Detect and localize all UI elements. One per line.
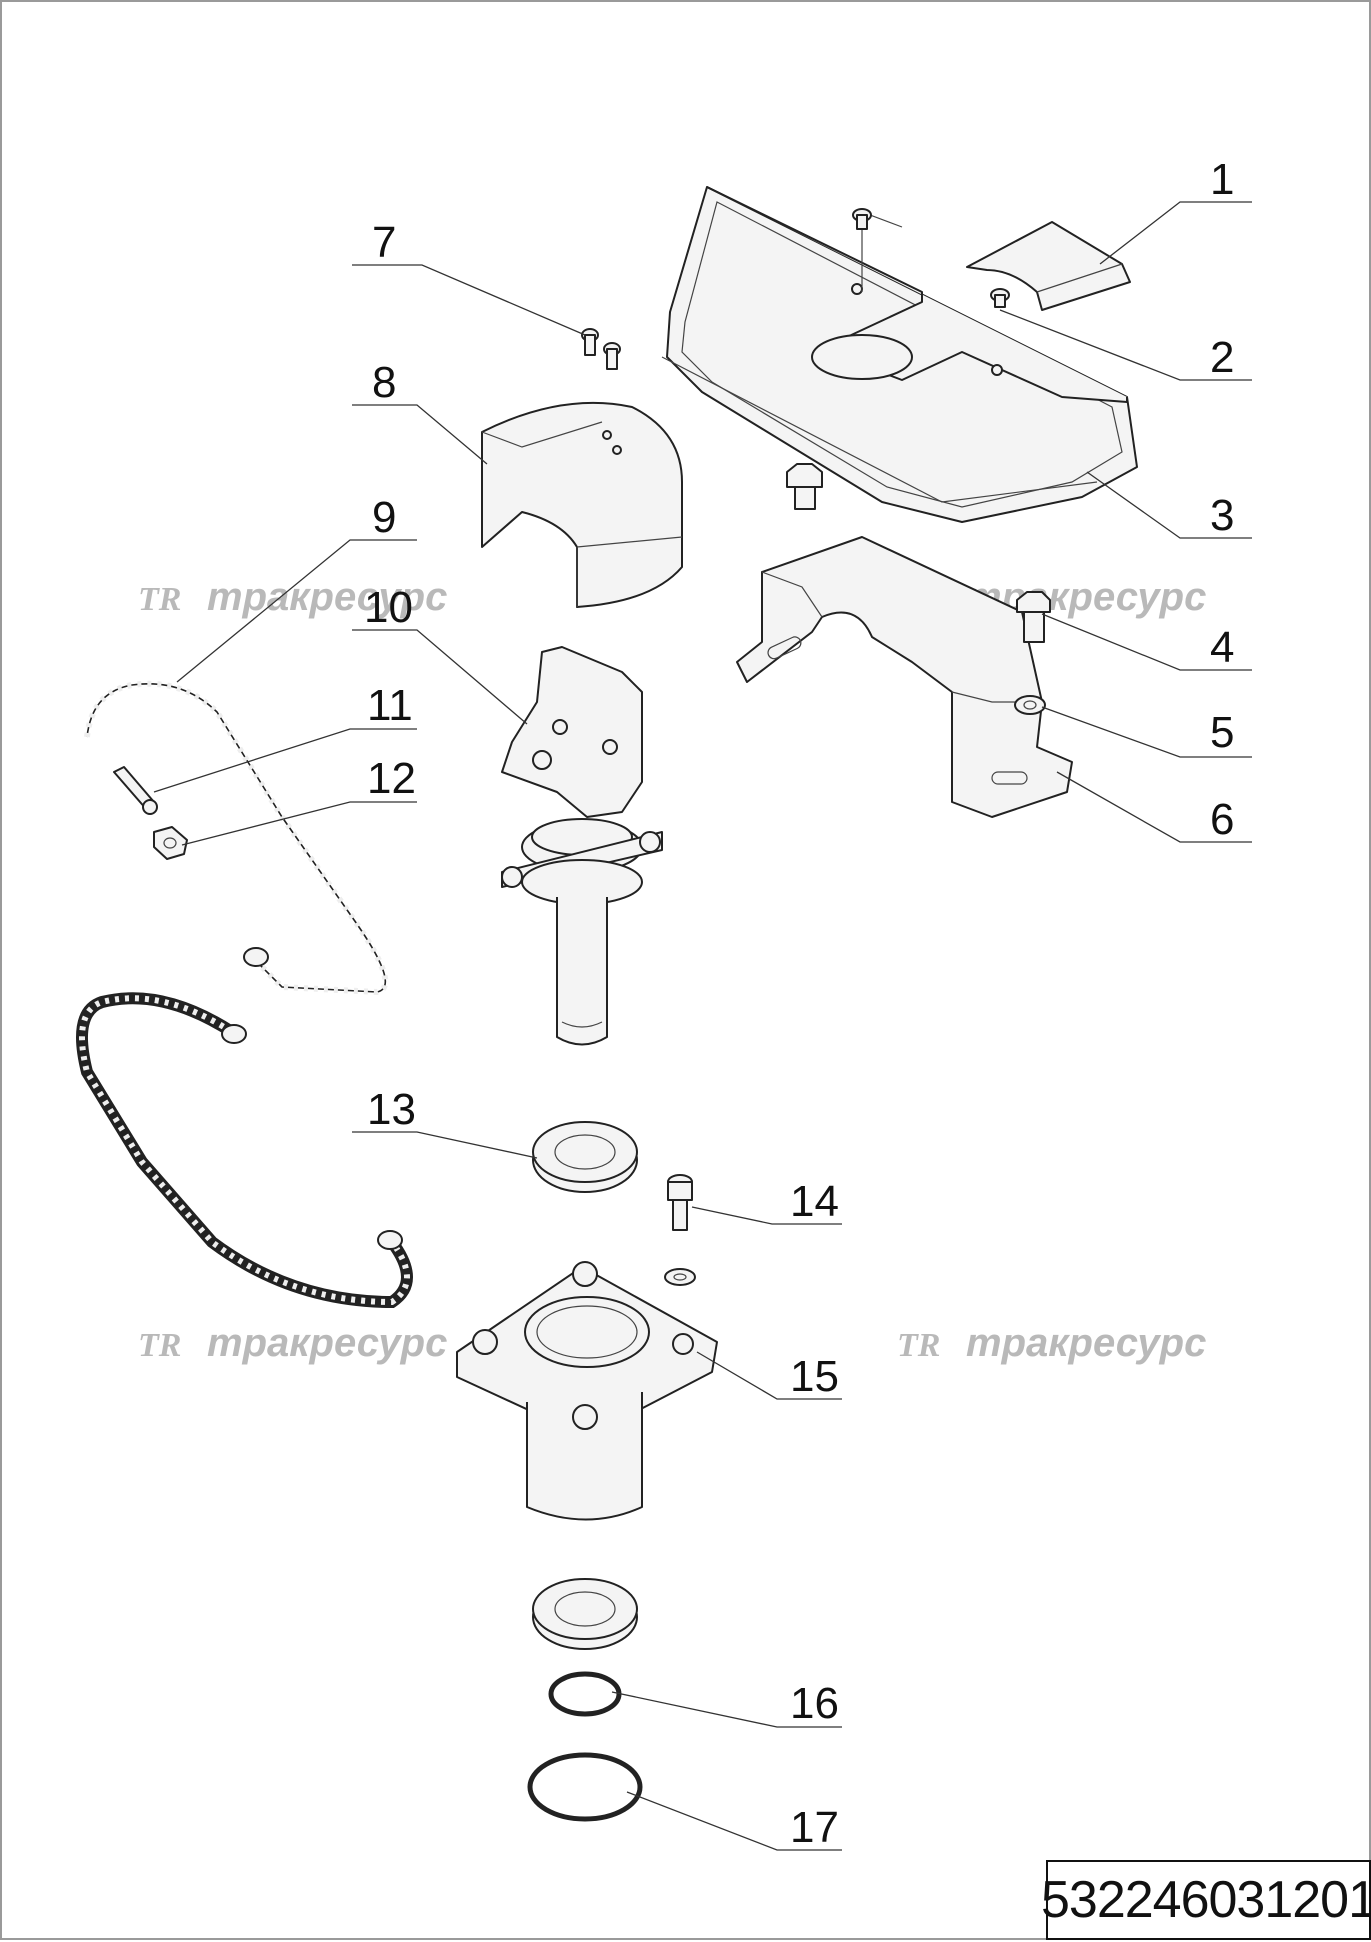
part-bolt-hex [786,463,823,510]
watermark-text: тракресурс [966,1321,1206,1365]
part-bearing-lower [532,1578,638,1650]
watermark-top-left: TR тракресурс [138,575,447,619]
svg-text:10: 10 [364,583,413,632]
part-nut-12 [153,826,188,860]
callout-3: 3 [1086,471,1252,540]
callout-5: 5 [1041,706,1252,758]
part-screw-small [990,288,1010,308]
part-chain-lower [76,992,413,1309]
callouts: 1 2 3 4 5 6 7 [153,155,1252,1852]
callout-13: 13 [352,1085,538,1159]
callout-15: 15 [696,1351,842,1401]
callout-12: 12 [181,754,417,846]
watermark-bottom-right: TR тракресурс [897,1321,1206,1365]
part-bracket [736,536,1073,818]
watermark-text: тракресурс [207,1321,447,1365]
part-cover [661,186,1138,523]
svg-text:2: 2 [1210,333,1234,382]
watermark-logo: TR [138,581,181,618]
part-code: 532246031201 [1040,1871,1371,1929]
callout-2: 2 [999,309,1252,382]
part-plate [966,221,1131,311]
svg-text:3: 3 [1210,491,1234,540]
part-screw-top [852,208,872,230]
callout-17: 17 [626,1791,842,1852]
svg-text:9: 9 [372,493,396,542]
svg-text:14: 14 [790,1177,839,1226]
watermark-bottom-left: TR тракресурс [138,1321,447,1365]
part-washer-5 [1014,695,1046,715]
svg-text:5: 5 [1210,708,1234,757]
part-bolt-4 [1016,591,1051,643]
callout-4: 4 [1041,613,1252,672]
part-ring-16 [548,1671,622,1717]
watermark-text: тракресурс [207,575,447,619]
callout-10: 10 [352,583,528,725]
svg-text:4: 4 [1210,623,1234,672]
part-bearing-13 [532,1121,638,1193]
svg-text:17: 17 [790,1803,839,1852]
watermark-logo: TR [138,1327,181,1364]
svg-text:1: 1 [1210,155,1234,204]
callout-11: 11 [153,681,417,793]
callout-14: 14 [691,1177,842,1226]
svg-text:12: 12 [367,754,416,803]
part-code-box: 532246031201 [1041,1860,1371,1940]
part-cap-screw-14 [664,1174,696,1286]
svg-text:11: 11 [367,681,413,730]
part-screws-7 [581,328,621,370]
watermark-logo: TR [897,1327,940,1364]
svg-text:7: 7 [372,218,396,267]
part-flange-housing [456,1261,718,1521]
svg-text:15: 15 [790,1352,839,1401]
part-ring-17 [527,1752,643,1822]
callout-8: 8 [352,358,488,465]
callout-9: 9 [176,493,417,683]
callout-16: 16 [611,1679,842,1728]
svg-text:16: 16 [790,1679,839,1728]
svg-text:13: 13 [367,1085,416,1134]
part-shaft-assembly [501,646,663,1046]
callout-6: 6 [1056,771,1252,844]
part-chain-upper [84,680,389,996]
callout-1: 1 [1099,155,1252,265]
part-pin-11 [113,766,158,815]
part-curved-guard [481,401,683,608]
callout-7: 7 [352,218,586,336]
svg-text:6: 6 [1210,795,1234,844]
svg-text:8: 8 [372,358,396,407]
